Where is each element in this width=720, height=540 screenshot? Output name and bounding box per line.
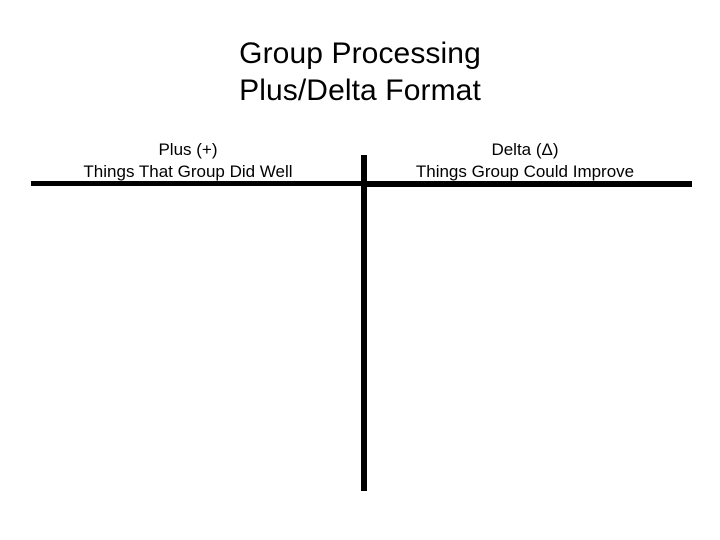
title-line-1: Group Processing	[239, 37, 481, 70]
header-rule-left	[31, 181, 364, 186]
column-subheading-delta: Things Group Could Improve	[415, 162, 635, 182]
plus-content-area[interactable]	[31, 190, 357, 490]
column-divider-vertical	[361, 155, 367, 491]
column-heading-plus: Plus (+)	[158, 140, 218, 159]
header-rule-right	[362, 181, 692, 187]
column-header-delta: Delta (Δ) Things Group Could Improve	[376, 139, 674, 183]
title-line-2: Plus/Delta Format	[239, 73, 481, 107]
column-subheading-plus: Things That Group Did Well	[83, 162, 293, 182]
page-title: Group Processing Plus/Delta Format	[0, 36, 720, 109]
column-heading-delta: Delta (Δ)	[491, 140, 559, 159]
delta-content-area[interactable]	[371, 190, 692, 490]
column-header-plus: Plus (+) Things That Group Did Well	[40, 139, 336, 183]
